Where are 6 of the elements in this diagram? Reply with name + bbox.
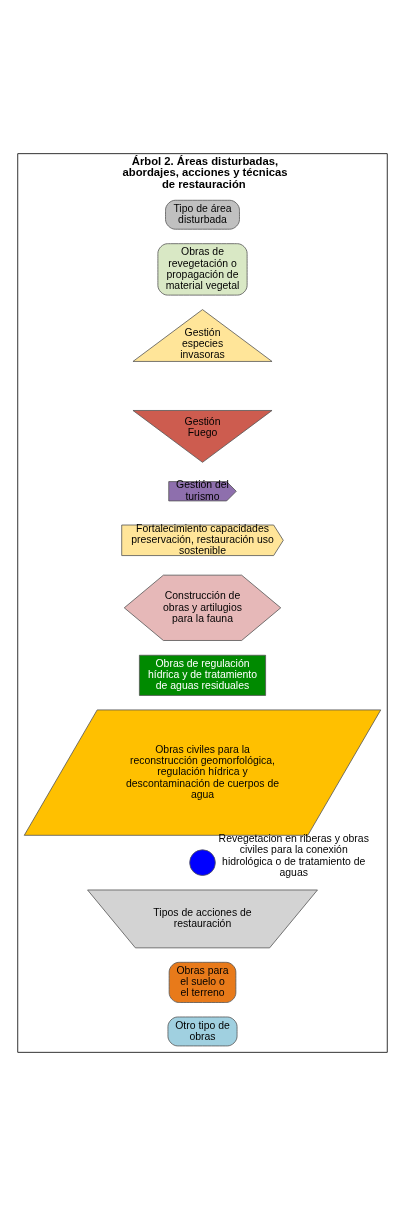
node-box: Tipo de área disturbada: [165, 199, 240, 230]
node-box: Obras para el suelo o el terreno: [168, 961, 237, 1003]
node-circle: [189, 848, 216, 876]
node-box: Obras de regulación hídrica y de tratamiento de aguas residuales: [139, 654, 266, 696]
node-box: Obras de revegetación o propagación de material vegetal: [157, 242, 248, 295]
node-box: Otro tipo de obras: [167, 1016, 238, 1046]
